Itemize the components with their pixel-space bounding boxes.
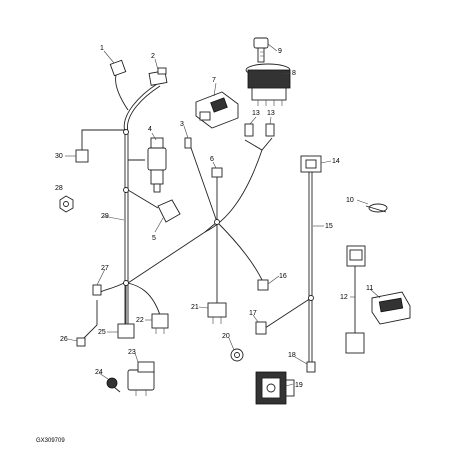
part-30-connector <box>75 149 89 163</box>
part-6-connector <box>211 167 223 178</box>
part-8-ignition-switch <box>245 63 291 106</box>
callout-3: 3 <box>180 121 184 128</box>
part-21-connector <box>207 302 227 324</box>
callout-8: 8 <box>292 70 296 77</box>
part-27-connector <box>92 284 102 296</box>
part-23-relay <box>127 361 155 396</box>
part-18-connector <box>306 361 316 373</box>
part-20-grommet <box>230 348 244 362</box>
callout-4: 4 <box>148 126 152 133</box>
callout-13b: 13 <box>267 110 275 117</box>
part-1-connector <box>109 59 127 77</box>
part-7-module <box>195 91 239 129</box>
callout-30: 30 <box>55 153 63 160</box>
callout-24: 24 <box>95 369 103 376</box>
callout-18: 18 <box>288 352 296 359</box>
part-22-relay <box>151 313 169 334</box>
callout-14: 14 <box>332 158 340 165</box>
part-12-connectors <box>345 245 366 354</box>
callout-25: 25 <box>98 329 106 336</box>
callout-19: 19 <box>295 382 303 389</box>
part-28-nut <box>59 195 74 213</box>
part-25-connector <box>117 323 135 339</box>
callout-1: 1 <box>100 45 104 52</box>
part-2-connector <box>148 67 168 86</box>
callout-13a: 13 <box>252 110 260 117</box>
part-16-connector <box>257 279 269 291</box>
callout-17: 17 <box>249 310 257 317</box>
callout-12: 12 <box>340 294 348 301</box>
callout-labels: 1 2 3 4 5 6 7 8 9 10 11 12 13 13 14 15 1… <box>55 45 373 389</box>
part-19-switch <box>255 371 295 405</box>
callout-28: 28 <box>55 185 63 192</box>
part-11-switch-housing <box>371 291 411 325</box>
callout-5: 5 <box>152 235 156 242</box>
harness-junction-nodes <box>123 129 314 301</box>
callout-15: 15 <box>325 223 333 230</box>
callout-22: 22 <box>136 317 144 324</box>
main-harness-wires <box>81 69 356 368</box>
callout-6: 6 <box>210 156 214 163</box>
callout-29: 29 <box>101 213 109 220</box>
part-17-connector <box>255 321 267 335</box>
callout-7: 7 <box>212 77 216 84</box>
callout-21: 21 <box>191 304 199 311</box>
figure-id: GX309709 <box>36 438 65 444</box>
callout-9: 9 <box>278 48 282 55</box>
callout-23: 23 <box>128 349 136 356</box>
part-4-switch <box>147 137 167 193</box>
callout-16: 16 <box>279 273 287 280</box>
callout-20: 20 <box>222 333 230 340</box>
part-13-connectors <box>244 123 275 137</box>
callout-2: 2 <box>151 53 155 60</box>
callout-10: 10 <box>346 197 354 204</box>
part-5-connector <box>157 199 181 223</box>
callout-26: 26 <box>60 336 68 343</box>
callout-11: 11 <box>366 285 373 292</box>
callout-27: 27 <box>101 265 109 272</box>
part-9-key <box>253 37 269 63</box>
part-14-connector <box>300 155 322 173</box>
part-26-connector <box>76 337 86 347</box>
part-24-screw <box>106 377 121 393</box>
part-3-connector <box>184 137 192 149</box>
part-10-tie-strap <box>365 203 388 213</box>
callout-leader-lines <box>65 43 381 387</box>
